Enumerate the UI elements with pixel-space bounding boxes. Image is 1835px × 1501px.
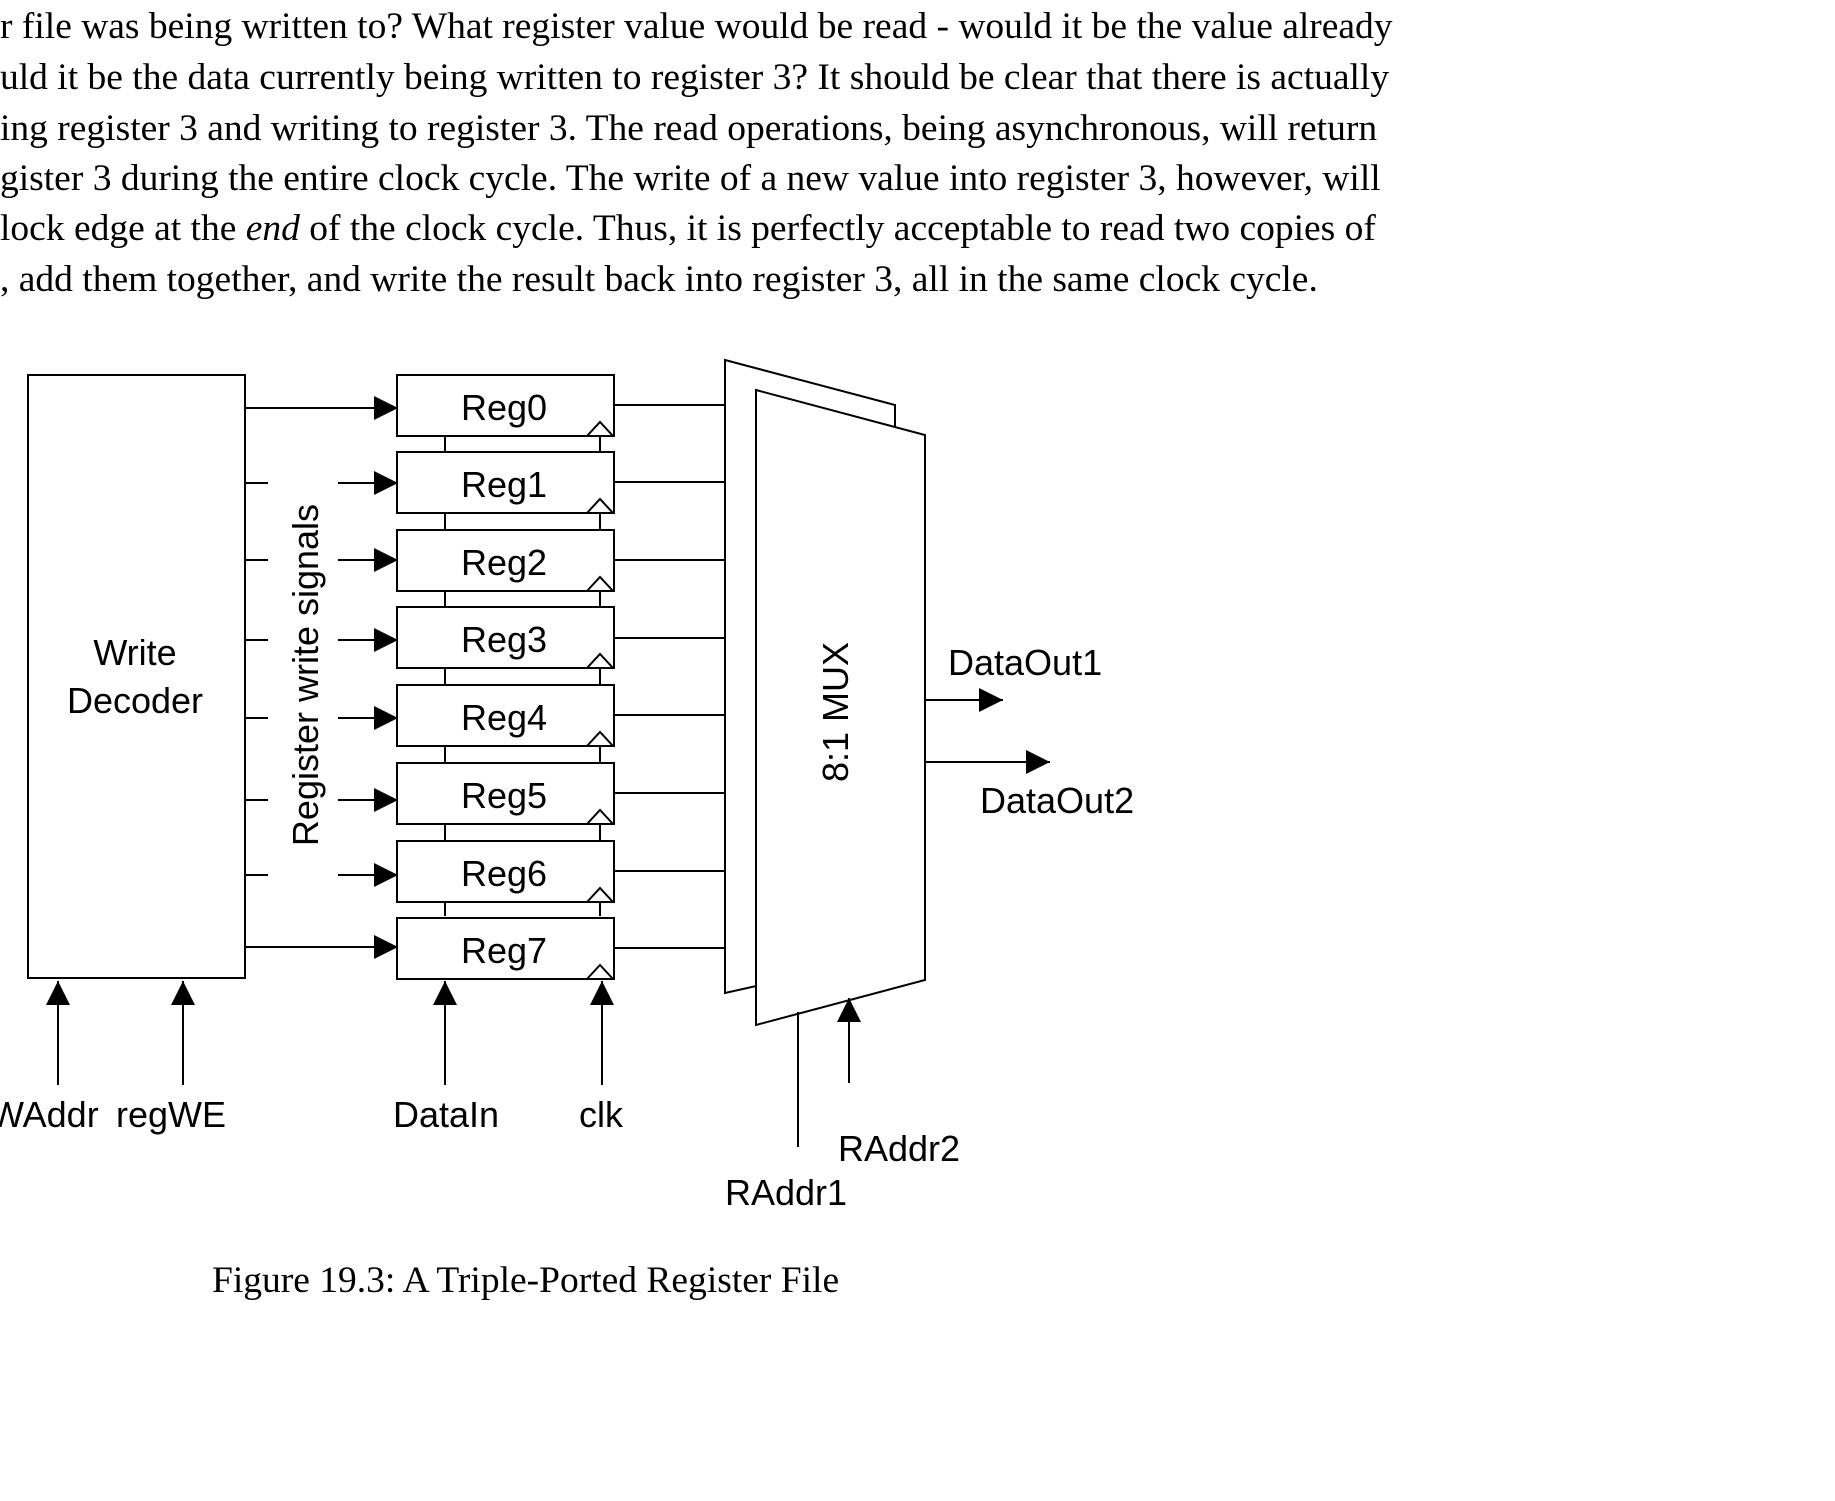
- paragraph-text: of the clock cycle. Thus, it is perfectl…: [299, 208, 1376, 249]
- output-label-dataout2: DataOut2: [980, 780, 1134, 821]
- paragraph-line: uld it be the data currently being writt…: [0, 57, 1390, 98]
- register-reg1: Reg1: [396, 451, 615, 514]
- register-label: Reg7: [461, 930, 547, 971]
- register-reg2: Reg2: [396, 529, 615, 592]
- register-write-signals-label: Register write signals: [285, 504, 326, 846]
- emphasis-text: end: [245, 208, 300, 249]
- input-label-datain: DataIn: [393, 1094, 499, 1135]
- write-decoder-label: Decoder: [67, 680, 203, 721]
- figure-caption: Figure 19.3: A Triple-Ported Register Fi…: [212, 1260, 840, 1301]
- register-label: Reg6: [461, 853, 547, 894]
- register-label: Reg1: [461, 464, 547, 505]
- body-paragraph: r file was being written to? What regist…: [0, 0, 1835, 310]
- register-reg5: Reg5: [396, 762, 615, 825]
- register-label: Reg2: [461, 542, 547, 583]
- paragraph-text: lock edge at the: [0, 208, 246, 249]
- mux-label: 8:1 MUX: [815, 642, 856, 782]
- output-label-dataout1: DataOut1: [948, 642, 1102, 683]
- register-label: Reg3: [461, 619, 547, 660]
- paragraph-line: , add them together, and write the resul…: [0, 259, 1318, 300]
- input-label-raddr1: RAddr1: [725, 1172, 847, 1213]
- write-decoder-block: Write Decoder: [27, 374, 246, 979]
- input-label-regwe: regWE: [116, 1094, 226, 1135]
- input-lines: [46, 981, 861, 1147]
- register-reg4: Reg4: [396, 684, 615, 747]
- mux-block: 8:1 MUX: [724, 358, 926, 1027]
- paragraph-line: ing register 3 and writing to register 3…: [0, 108, 1378, 149]
- paragraph-line: r file was being written to? What regist…: [0, 6, 1393, 47]
- input-label-waddr: WAddr: [0, 1094, 99, 1135]
- input-label-raddr2: RAddr2: [838, 1128, 960, 1169]
- register-reg7: Reg7: [396, 917, 615, 980]
- mux-output-lines: [925, 688, 1050, 774]
- register-reg6: Reg6: [396, 840, 615, 903]
- register-output-lines: [614, 404, 725, 949]
- paragraph-line: gister 3 during the entire clock cycle. …: [0, 158, 1381, 199]
- register-stack: Reg0 Reg1 Reg2 Reg3 Reg4 Reg5: [396, 374, 615, 980]
- input-label-clk: clk: [579, 1094, 624, 1135]
- register-label: Reg4: [461, 697, 547, 738]
- register-label: Reg0: [461, 387, 547, 428]
- write-signal-lines: [245, 396, 398, 959]
- paragraph-line: lock edge at the end of the clock cycle.…: [0, 210, 1376, 248]
- register-reg3: Reg3: [396, 606, 615, 669]
- register-reg0: Reg0: [396, 374, 615, 437]
- write-decoder-label: Write: [93, 632, 176, 673]
- register-label: Reg5: [461, 775, 547, 816]
